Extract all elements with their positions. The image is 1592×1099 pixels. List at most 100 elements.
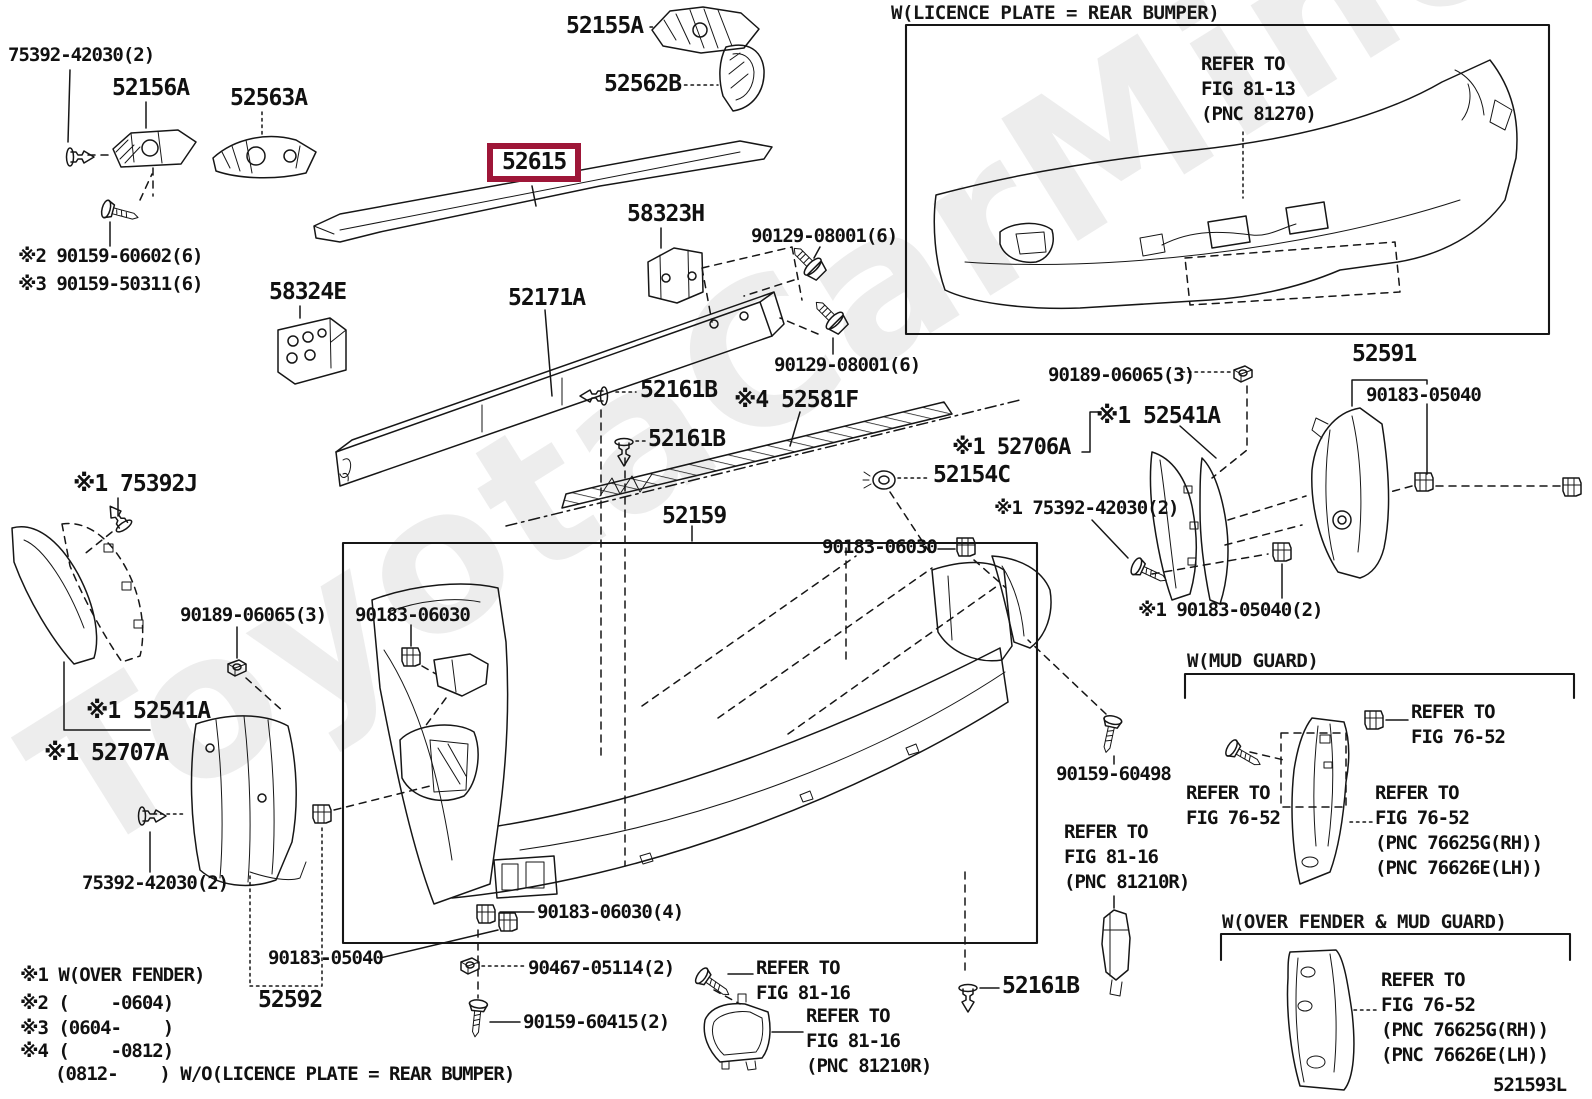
drawing-reinforcement-52171A — [335, 291, 785, 487]
push-pin-drawing — [65, 147, 95, 167]
part-number-label: 90189-06065(3) — [1048, 364, 1195, 386]
nut-drawing — [460, 957, 480, 975]
drawing-corner-extension — [991, 555, 1052, 649]
drawing-scuff-plate-52581F — [561, 401, 953, 509]
part-number-label: ※4 52581F — [734, 387, 859, 413]
screw-drawing — [1096, 713, 1124, 755]
part-number-label: ※2 90159-60602(6) — [18, 245, 203, 267]
reference-note: REFER TO FIG 81-16 (PNC 81210R) — [1064, 821, 1190, 893]
part-number-label: ※1 90183-05040(2) — [1138, 599, 1323, 621]
drawing-bracket-58323H — [647, 247, 704, 304]
drawing-side-protector-75392J — [11, 522, 144, 665]
drawing-washer-bracket — [433, 653, 489, 697]
part-number-label: 52154C — [933, 462, 1011, 488]
mud-guard-section-bracket — [1183, 672, 1576, 700]
reference-note: REFER TO FIG 76-52 (PNC 76625G(RH)) (PNC… — [1381, 969, 1549, 1066]
nut-drawing — [1233, 365, 1253, 383]
part-number-label: 58324E — [269, 279, 347, 305]
section-title-licence-plate: W(LICENCE PLATE = REAR BUMPER) — [891, 2, 1220, 24]
part-number-label: 52563A — [230, 85, 308, 111]
drawing-mud-flap — [1286, 949, 1355, 1091]
part-number-label: ※1 75392-42030(2) — [994, 497, 1179, 519]
push-pin-drawing — [137, 806, 167, 826]
legend-item: (0812- ) W/O(LICENCE PLATE = REAR BUMPER… — [55, 1063, 515, 1085]
rivet-drawing — [579, 386, 609, 406]
clip-drawing — [312, 804, 332, 824]
part-number-label: ※1 75392J — [73, 471, 198, 497]
drawing-grommet-52154C — [862, 470, 896, 490]
main-bumper-box — [341, 541, 1039, 945]
part-number-label: 90183-06030(4) — [537, 901, 684, 923]
clip-drawing — [1364, 710, 1384, 730]
part-number-label: 90159-60498 — [1056, 763, 1172, 785]
clip-drawing — [498, 912, 518, 932]
part-number-label: 52161B — [648, 426, 726, 452]
screw-drawing — [1222, 737, 1266, 774]
drawing-bracket-58324E — [277, 317, 347, 385]
drawing-bracket-52155A — [651, 6, 760, 54]
nut-drawing — [227, 659, 247, 677]
legend-item: ※1 W(OVER FENDER) — [20, 964, 205, 986]
drawing-bumper-side-support-52156A — [112, 129, 197, 168]
drawing-rear-bumper-cover — [371, 547, 1013, 905]
part-number-label: 90129-08001(6) — [751, 225, 898, 247]
part-number-label: 90129-08001(6) — [774, 354, 921, 376]
reference-note: REFER TO FIG 76-52 (PNC 76625G(RH)) (PNC… — [1375, 782, 1543, 879]
screw-drawing — [99, 198, 142, 227]
drawing-seal-52591 — [1311, 407, 1390, 579]
section-title-mud-guard: W(MUD GUARD) — [1187, 650, 1319, 672]
part-number-label: 52155A — [566, 13, 644, 39]
clip-drawing — [956, 537, 976, 557]
drawing-bumper-side-support-52563A — [212, 135, 317, 179]
part-number-label: ※1 52706A — [952, 435, 1071, 460]
part-number-label: 90183-05040 — [268, 947, 384, 969]
clip-drawing — [476, 904, 496, 924]
bolt-drawing — [807, 293, 852, 338]
reference-note: REFER TO FIG 81-16 — [756, 957, 851, 1004]
drawing-mud-guard — [1291, 717, 1350, 885]
drawing-lamp-sensor — [1101, 909, 1131, 997]
part-number-label: ※1 52707A — [44, 740, 169, 766]
figure-code: 521593L — [1493, 1074, 1567, 1096]
part-number-label: 75392-42030(2) — [82, 872, 229, 894]
part-number-label: ※3 90159-50311(6) — [18, 273, 203, 295]
part-number-label: 90159-60415(2) — [523, 1011, 670, 1033]
part-number-label: 90183-06030 — [822, 536, 938, 558]
part-number-label: 90189-06065(3) — [180, 604, 327, 626]
part-number-label: 75392-42030(2) — [8, 44, 155, 66]
part-number-label: ※1 52541A — [1096, 403, 1221, 429]
clip-drawing — [1562, 477, 1582, 497]
licence-plate-section-box — [904, 23, 1551, 336]
over-fender-section-bracket — [1219, 932, 1572, 962]
part-number-label: 90183-06030 — [355, 604, 471, 626]
drawing-licence-bracket — [493, 855, 558, 899]
screw-drawing — [465, 998, 489, 1039]
section-title-over-fender-mud-guard: W(OVER FENDER & MUD GUARD) — [1222, 911, 1507, 933]
part-number-label: 58323H — [627, 201, 705, 227]
legend-item: ※3 (0604- ) — [20, 1017, 174, 1039]
part-number-label: ※1 52541A — [86, 698, 211, 724]
rivet-drawing — [614, 437, 634, 467]
part-number-label: 52562B — [604, 71, 682, 97]
part-number-label: 52159 — [662, 503, 727, 529]
drawing-side-protector-right — [1149, 451, 1229, 605]
clip-drawing — [1272, 542, 1292, 562]
reference-note: REFER TO FIG 81-16 (PNC 81210R) — [806, 1005, 932, 1077]
reference-note: REFER TO FIG 76-52 — [1186, 782, 1281, 829]
drawing-fog-bezel — [703, 993, 771, 1071]
legend-item: ※4 ( -0812) — [20, 1040, 174, 1062]
reference-note: REFER TO FIG 81-13 (PNC 81270) — [1201, 53, 1317, 125]
clip-drawing — [401, 647, 421, 667]
part-number-label: 52156A — [112, 75, 190, 101]
part-number-label: 52161B — [1002, 973, 1080, 999]
part-number-label: 52161B — [640, 377, 718, 403]
part-number-label: 52591 — [1352, 341, 1417, 367]
part-number-label: 90467-05114(2) — [528, 957, 675, 979]
reference-note: REFER TO FIG 76-52 — [1411, 701, 1506, 748]
part-number-label: 52592 — [258, 987, 323, 1013]
rivet-drawing — [958, 983, 978, 1013]
part-number-label-highlighted: 52615 — [487, 143, 582, 183]
drawing-seal-52707A — [190, 715, 307, 887]
part-number-label: 90183-05040 — [1366, 384, 1482, 406]
